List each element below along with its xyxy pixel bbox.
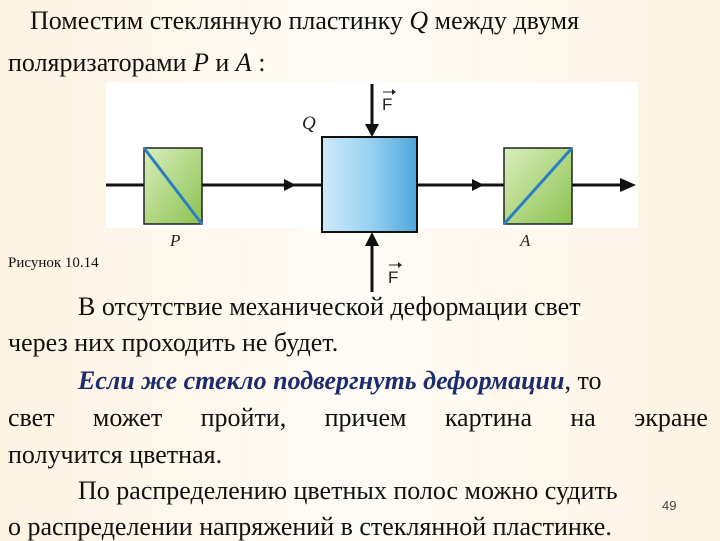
paragraph-2-line-2: свет может пройти, причем картина на экр… [8, 405, 708, 431]
force-top-vector-tip [392, 89, 396, 95]
figure-caption: Рисунок 10.14 [8, 255, 99, 271]
paragraph-3-line-1: По распределению цветных полос можно суд… [78, 476, 618, 505]
label-p: P [169, 231, 180, 250]
emphasis-text: Если же стекло подвергнуть деформации [78, 366, 565, 395]
polarizer-a-axis [502, 146, 574, 226]
beam-arrow-2 [284, 179, 296, 191]
word: экране [634, 403, 708, 432]
label-a: A [519, 231, 531, 250]
force-bottom-arrowhead [365, 232, 379, 246]
label-force-bottom: F [388, 268, 398, 287]
word: картина [444, 403, 532, 432]
label-force-top: F [382, 95, 392, 114]
polarizer-p-axis [142, 147, 204, 225]
beam-arrow-3 [472, 179, 484, 191]
word: может [92, 403, 163, 432]
title-var-a: A [235, 48, 252, 77]
title-line-1: Поместим стеклянную пластинку Q между дв… [30, 8, 579, 34]
figure-panel: Q P A F F [106, 82, 638, 292]
paragraph-1-line-1: В отсутствие механической деформации све… [78, 292, 581, 321]
polarizer-diagram: Q P A F F [106, 84, 636, 292]
title-var-q: Q [409, 6, 429, 35]
page-number: 49 [662, 498, 677, 513]
force-bottom-vector-tip [398, 262, 402, 268]
title-text-1: Поместим стеклянную пластинку [30, 6, 410, 35]
title-var-p: P [192, 48, 209, 77]
paragraph-2-tail: , то [564, 366, 602, 395]
word: свет [8, 403, 55, 432]
force-top-arrowhead [365, 124, 379, 137]
word: на [570, 403, 596, 432]
paragraph-1-line-2: через них проходить не будет. [8, 328, 339, 357]
paragraph-2-line-3: получится цветная. [8, 440, 223, 469]
title-text-5: : [251, 48, 266, 77]
word: причем [324, 403, 407, 432]
word: пройти, [200, 403, 287, 432]
label-q: Q [302, 113, 316, 134]
title-text-2: между двумя [428, 6, 580, 35]
paragraph-3-line-2: о распределении напряжений в стеклянной … [8, 512, 612, 541]
glass-plate-q [321, 136, 418, 233]
title-text-3: поляризаторами [8, 48, 193, 77]
title-line-2: поляризаторами P и A : [8, 50, 265, 76]
paragraph-2-line-1: Если же стекло подвергнуть деформации, т… [78, 368, 602, 394]
title-text-4: и [208, 48, 236, 77]
beam-arrow-end [620, 178, 636, 192]
